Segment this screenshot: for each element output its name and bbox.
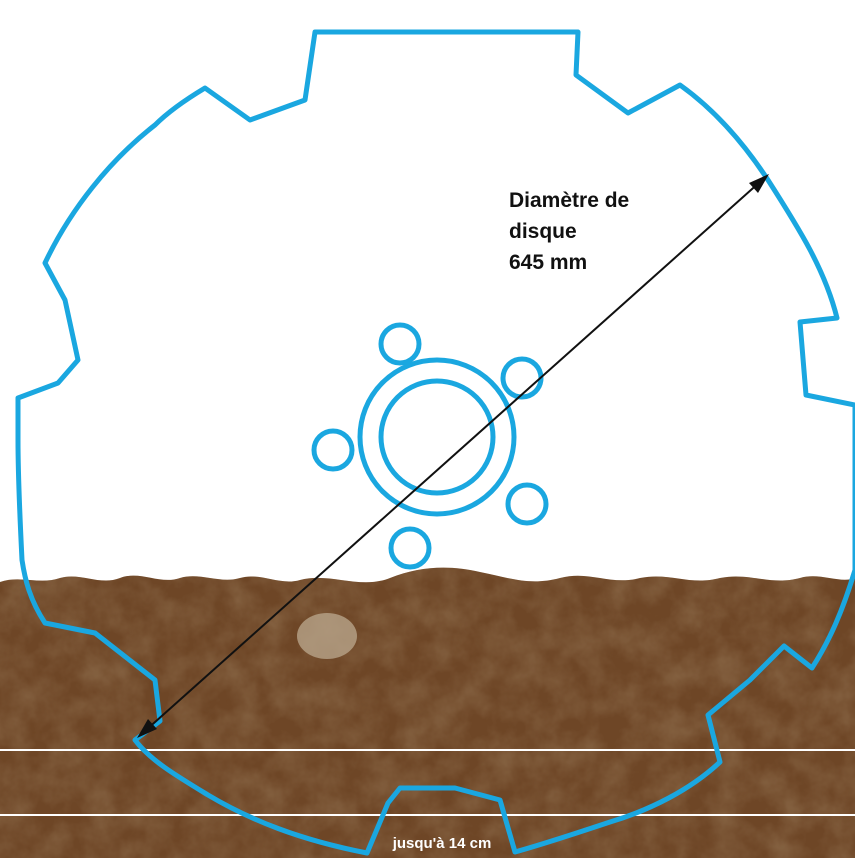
bolt-hole-5: [388, 526, 432, 570]
arrowhead-bottom: [137, 719, 157, 738]
bolt-hole-3: [311, 428, 355, 472]
diameter-label: Diamètre de disque 645 mm: [509, 185, 629, 278]
bolt-hole-4: [505, 482, 549, 526]
diameter-arrow: [137, 174, 769, 738]
diameter-value: 645 mm: [509, 251, 588, 274]
hub: [311, 322, 549, 570]
arrowhead-top: [749, 174, 769, 193]
bolt-hole-2: [500, 356, 544, 400]
hub-inner-ring: [378, 378, 496, 496]
depth-label: jusqu'à 14 cm: [392, 835, 492, 852]
diameter-label-line1: Diamètre de: [509, 189, 630, 212]
stone: [297, 613, 357, 659]
diameter-label-line2: disque: [509, 220, 577, 243]
disc-outline: [15, 29, 855, 856]
soil: [0, 567, 855, 858]
bolt-hole-1: [378, 322, 422, 366]
hub-outer-ring: [357, 357, 517, 517]
